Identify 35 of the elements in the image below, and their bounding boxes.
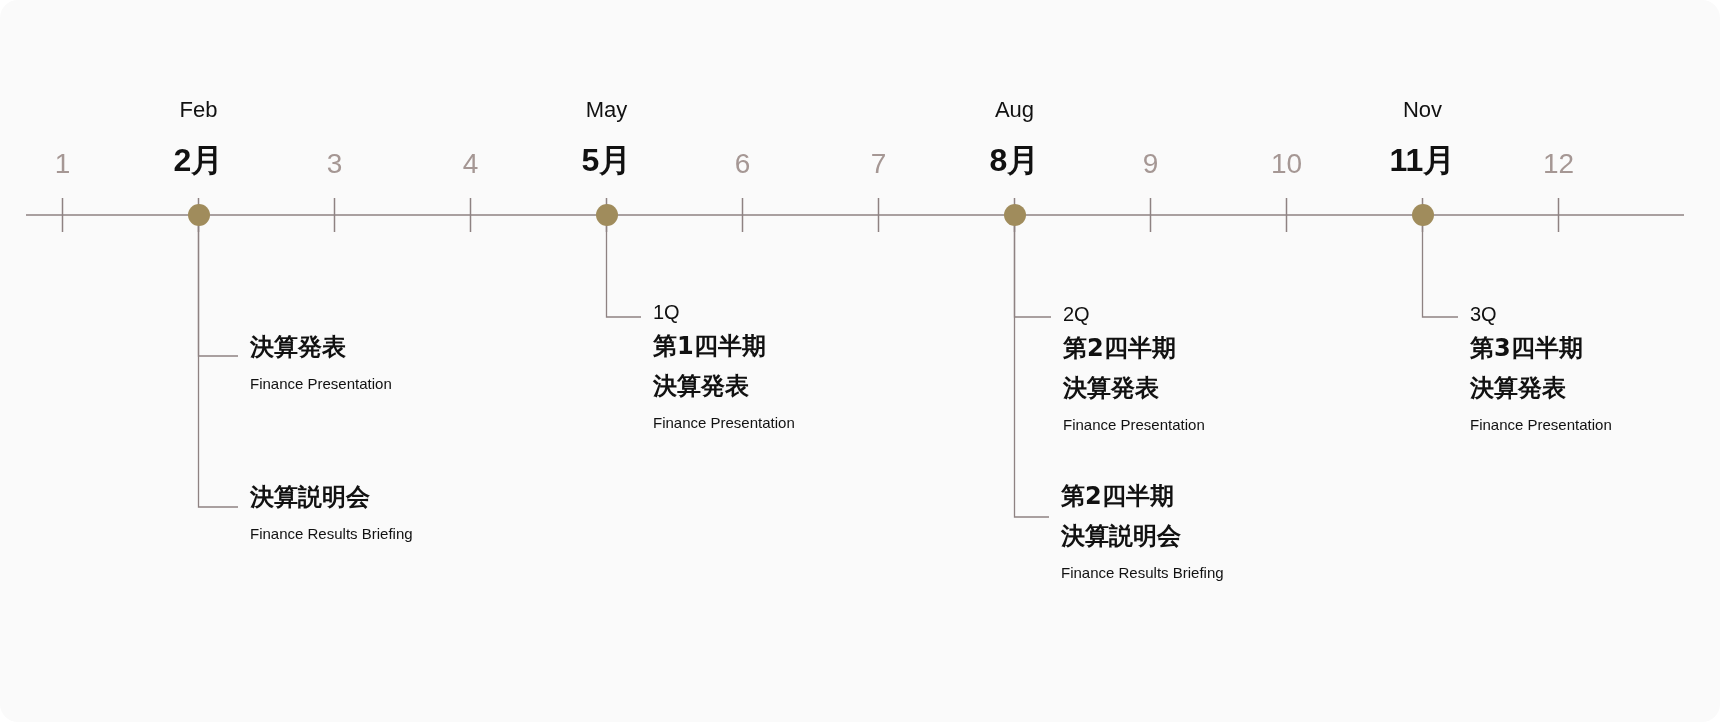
event-subtitle: Finance Results Briefing [1061, 563, 1224, 583]
event-title: 決算説明会 [250, 482, 371, 513]
leader-line [197, 225, 239, 508]
quarter-label: 2Q [1063, 302, 1091, 327]
month-number: 11月 [1389, 141, 1456, 180]
event-title: 第3四半期決算発表 [1470, 333, 1584, 404]
event-title: 第2四半期決算説明会 [1061, 481, 1182, 552]
event-title: 決算発表 [250, 332, 347, 363]
month-number: 1 [54, 147, 71, 181]
month-number: 10 [1270, 147, 1303, 181]
leader-line [1421, 225, 1459, 318]
month-number: 5月 [581, 141, 632, 180]
event-subtitle: Finance Presentation [653, 413, 795, 433]
month-number: 9 [1142, 147, 1159, 181]
event-subtitle: Finance Results Briefing [250, 524, 413, 544]
month-number: 7 [870, 147, 887, 181]
month-name: Aug [994, 96, 1035, 124]
month-number: 12 [1542, 147, 1575, 181]
event-subtitle: Finance Presentation [250, 374, 392, 394]
month-name: Feb [179, 96, 218, 124]
month-name: May [585, 96, 628, 124]
month-number: 3 [326, 147, 343, 181]
month-name: Nov [1402, 96, 1443, 124]
month-number: 4 [462, 147, 479, 181]
month-number: 2月 [173, 141, 224, 180]
leader-line [1013, 225, 1050, 518]
month-number: 6 [734, 147, 751, 181]
month-number: 8月 [989, 141, 1040, 180]
event-subtitle: Finance Presentation [1063, 415, 1205, 435]
event-title: 第2四半期決算発表 [1063, 333, 1177, 404]
leader-line [605, 225, 642, 318]
quarter-label: 3Q [1470, 302, 1498, 327]
event-title: 第1四半期決算発表 [653, 331, 767, 402]
quarter-label: 1Q [653, 300, 681, 325]
event-subtitle: Finance Presentation [1470, 415, 1612, 435]
